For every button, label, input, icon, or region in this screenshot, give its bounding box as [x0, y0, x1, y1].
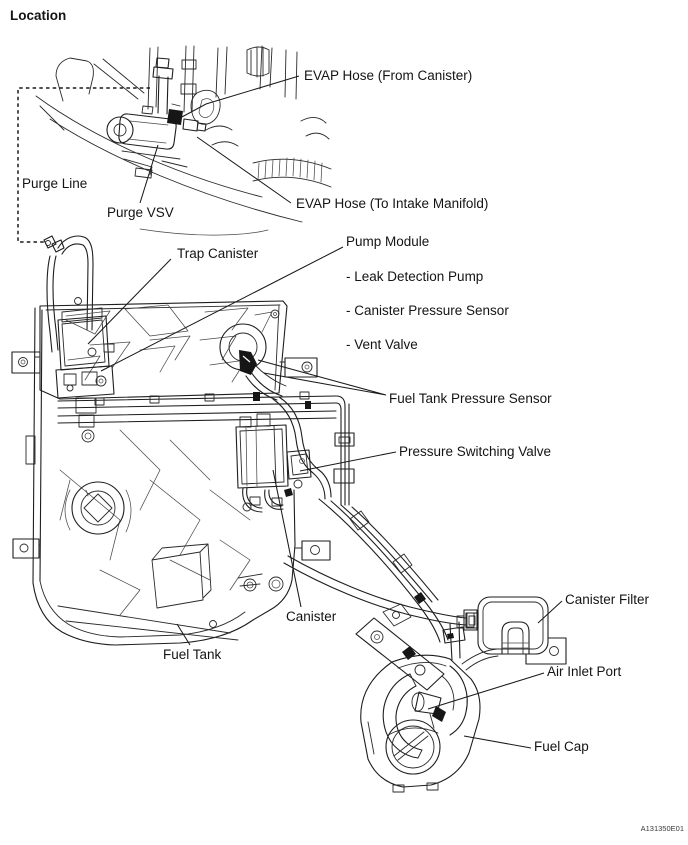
- purge-vsv-drawing: [106, 57, 207, 179]
- trap-canister-drawing: [55, 307, 115, 443]
- tank-pipe-rails: [57, 391, 355, 506]
- vent-hose-drawing: [237, 555, 478, 631]
- purge-line-dashed-path: [17, 87, 150, 243]
- leader-purge-vsv: [139, 144, 159, 204]
- label-leak-detection-pump: - Leak Detection Pump: [346, 269, 483, 284]
- label-fuel-cap: Fuel Cap: [534, 739, 589, 754]
- tank-mount-tabs: [11, 351, 331, 561]
- label-canister: Canister: [286, 609, 337, 624]
- label-fuel-tank-pressure-sensor: Fuel Tank Pressure Sensor: [389, 391, 552, 406]
- leader-air-inlet-port: [427, 672, 545, 710]
- label-purge-vsv: Purge VSV: [107, 205, 174, 220]
- label-vent-valve: - Vent Valve: [346, 337, 418, 352]
- air-inlet-port-drawing: [411, 691, 446, 729]
- label-canister-filter: Canister Filter: [565, 592, 650, 607]
- page-title: Location: [10, 8, 66, 23]
- leader-fuel-tank: [176, 623, 191, 646]
- label-air-inlet-port: Air Inlet Port: [547, 664, 622, 679]
- label-fuel-tank: Fuel Tank: [163, 647, 222, 662]
- leader-canister-filter: [537, 600, 563, 624]
- purge-line-drawing: [17, 87, 150, 353]
- pump-module-drawing: [219, 323, 287, 401]
- leader-pump-module: [100, 246, 344, 372]
- label-pressure-switching-valve: Pressure Switching Valve: [399, 444, 551, 459]
- filler-pipe-drawing: [355, 603, 499, 793]
- leader-pressure-switching-valve: [299, 451, 397, 472]
- fuel-tank-drawing: [11, 297, 331, 646]
- pressure-switching-valve-box: [286, 449, 312, 480]
- label-canister-pressure-sensor: - Canister Pressure Sensor: [346, 303, 509, 318]
- label-evap-hose-to-intake-manifold: EVAP Hose (To Intake Manifold): [296, 196, 488, 211]
- leader-trap-canister: [87, 258, 172, 345]
- leader-canister: [272, 469, 302, 608]
- label-pump-module: Pump Module: [346, 234, 429, 249]
- engine-bay-sketch: [35, 45, 332, 236]
- fuel-cap-drawing: [385, 719, 441, 775]
- leader-evap-hose-to-intake: [196, 136, 292, 204]
- label-trap-canister: Trap Canister: [177, 246, 259, 261]
- leader-lines: [87, 75, 563, 749]
- label-purge-line: Purge Line: [22, 176, 87, 191]
- label-evap-hose-from-canister: EVAP Hose (From Canister): [304, 68, 472, 83]
- leader-fuel-cap: [463, 735, 532, 749]
- leader-fuel-tank-pressure-sensor: [257, 359, 387, 396]
- leader-evap-hose-from-canister: [179, 75, 300, 119]
- canister-drawing: [235, 413, 312, 513]
- filler-hose-bundle: [318, 498, 466, 661]
- diagram-labels: Location EVAP Hose (From Canister) Purge…: [10, 8, 684, 833]
- canister-filter-drawing: [465, 596, 567, 665]
- figure-code: A131350E01: [641, 824, 684, 833]
